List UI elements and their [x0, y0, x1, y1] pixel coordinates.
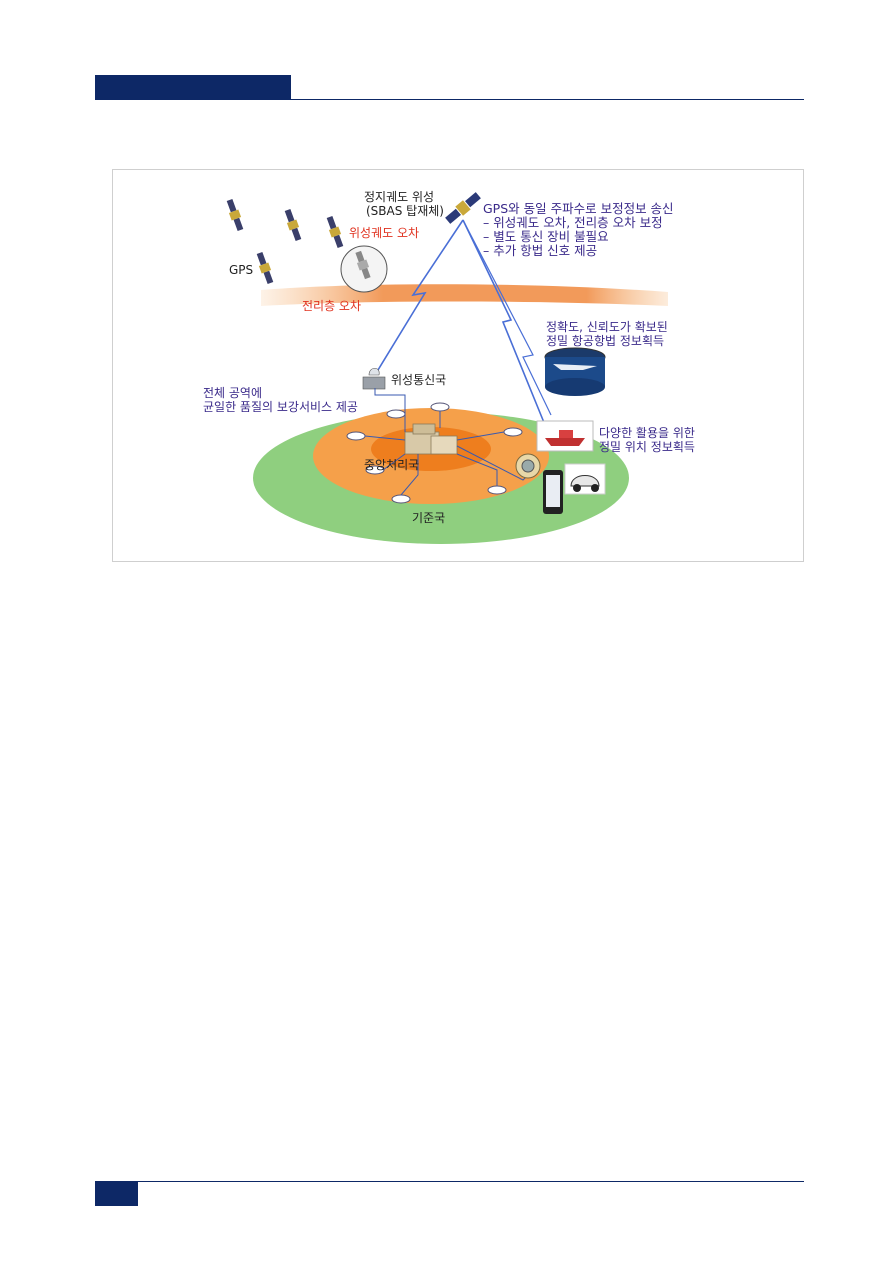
broadcast-info-line: – 추가 항법 신호 제공: [483, 243, 598, 258]
sbas-diagram: 정지궤도 위성 (SBAS 탑재체) GPS와 동일 주파수로 보정정보 송신 …: [112, 169, 804, 562]
reference-station-icon: [346, 431, 366, 441]
aviation-label: 정확도, 신뢰도가 확보된 정밀 항공항법 정보획득: [546, 320, 668, 348]
broadcast-info-line: GPS와 동일 주파수로 보정정보 송신: [483, 201, 674, 216]
network-link: [400, 454, 419, 496]
reference-station-icon: [386, 409, 406, 419]
reference-station-icon: [391, 494, 411, 504]
applications-label-line: 다양한 활용을 위한: [599, 426, 695, 440]
uplink-station-label: 위성통신국: [391, 373, 447, 387]
network-link: [382, 453, 406, 471]
coverage-label-line: 전체 공역에: [203, 386, 263, 400]
downlink-signal-1: [462, 219, 546, 426]
gps-satellite-icon: [226, 198, 244, 232]
ship-icon: [536, 420, 594, 452]
broadcast-info-line: – 위성궤도 오차, 전리층 오차 보정: [483, 215, 663, 230]
header-rule: [95, 99, 804, 100]
downlink-signal-2: [462, 219, 552, 416]
reference-station-icon: [503, 427, 523, 437]
gps-label: GPS: [229, 263, 254, 277]
aviation-label-line: 정밀 항공항법 정보획득: [546, 334, 665, 348]
reference-station-label: 기준국: [412, 511, 446, 525]
central-building-icon: [404, 423, 458, 455]
gps-satellite-icon: [256, 251, 274, 285]
network-link: [456, 453, 498, 486]
uplink-signal: [377, 219, 464, 371]
gps-satellite-icon: [326, 215, 344, 249]
gps-satellite-icon: [284, 208, 302, 242]
ionosphere-error-label: 전리층 오차: [302, 299, 362, 313]
car-icon: [564, 463, 606, 495]
aviation-label-line: 정확도, 신뢰도가 확보된: [546, 320, 668, 334]
geo-satellite-icon: [445, 192, 481, 224]
header-bar: [95, 75, 291, 100]
applications-label-line: 정밀 위치 정보획득: [599, 440, 695, 454]
reference-station-icon: [365, 465, 385, 475]
footer-bar: [95, 1181, 138, 1206]
central-station-label: 중앙처리국: [364, 458, 420, 472]
survey-device-icon: [515, 453, 541, 479]
diagram-graphics: [226, 192, 668, 544]
geo-satellite-label: 정지궤도 위성 (SBAS 탑재체): [364, 190, 444, 218]
satellite-dish-icon: [362, 367, 386, 390]
reference-station-icon: [430, 402, 450, 412]
orbit-error-label: 위성궤도 오차: [349, 226, 420, 240]
reference-station-icon: [487, 485, 507, 495]
aircraft-display-icon: [544, 347, 606, 396]
geo-satellite-label-line: 정지궤도 위성: [364, 190, 435, 204]
network-link: [374, 388, 406, 432]
geo-satellite-label-line: (SBAS 탑재체): [366, 204, 444, 218]
broadcast-info-line: – 별도 통신 장비 불필요: [483, 229, 609, 244]
network-link: [364, 435, 406, 441]
applications-label: 다양한 활용을 위한 정밀 위치 정보획득: [599, 426, 695, 454]
coverage-label-line: 균일한 품질의 보강서비스 제공: [203, 400, 358, 414]
broadcast-info: GPS와 동일 주파수로 보정정보 송신 – 위성궤도 오차, 전리층 오차 보…: [483, 202, 674, 258]
footer-rule: [95, 1181, 804, 1182]
coverage-label: 전체 공역에 균일한 품질의 보강서비스 제공: [203, 386, 358, 414]
network-link: [456, 431, 505, 441]
smartphone-icon: [543, 470, 563, 514]
